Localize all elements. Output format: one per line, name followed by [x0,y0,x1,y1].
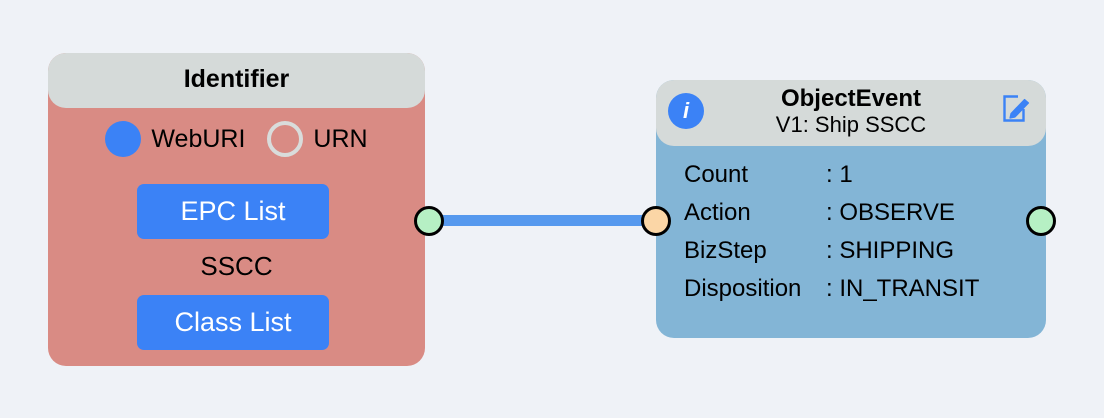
radio-label-urn: URN [313,124,368,153]
epc-list-button[interactable]: EPC List [137,184,329,239]
node-object-event[interactable]: ObjectEvent V1: Ship SSCC i Count : 1 Ac… [656,80,1046,338]
property-value: : OBSERVE [826,199,955,226]
object-event-properties: Count : 1 Action : OBSERVE BizStep : SHI… [684,161,979,313]
property-key: Count [684,161,749,188]
radio-label-weburi: WebURI [151,124,246,153]
property-row-count: Count : 1 [684,161,979,189]
property-value: : 1 [826,161,853,188]
class-list-button[interactable]: Class List [137,295,329,350]
node-identifier[interactable]: Identifier WebURI URN EPC List SSCC Clas… [48,53,425,366]
link-identifier-to-object-event[interactable] [437,215,647,226]
radio-unselected-icon[interactable] [267,121,304,157]
property-row-action: Action : OBSERVE [684,199,979,227]
property-value: : IN_TRANSIT [826,275,980,302]
object-event-node-subtitle: V1: Ship SSCC [775,112,927,138]
port-object-event-input[interactable] [641,206,671,236]
identifier-node-header: Identifier [48,53,425,108]
info-icon[interactable]: i [668,93,704,129]
radio-selected-icon[interactable] [105,121,142,157]
port-object-event-output[interactable] [1026,206,1056,236]
object-event-node-title: ObjectEvent [780,85,922,112]
property-value: : SHIPPING [826,237,955,264]
property-key: Disposition [684,275,802,302]
property-row-bizstep: BizStep : SHIPPING [684,237,979,265]
identifier-scheme-radio-group: WebURI URN [48,121,425,157]
property-key: BizStep [684,237,767,264]
object-event-node-header: ObjectEvent V1: Ship SSCC [656,80,1046,146]
property-key: Action [684,199,751,226]
property-row-disposition: Disposition : IN_TRANSIT [684,275,979,303]
edit-icon[interactable] [1000,92,1032,124]
sscc-caption: SSCC [200,251,273,281]
radio-option-urn[interactable]: URN [267,121,368,157]
port-identifier-output[interactable] [414,206,444,236]
identifier-node-title: Identifier [183,65,290,93]
radio-option-weburi[interactable]: WebURI [105,121,245,157]
